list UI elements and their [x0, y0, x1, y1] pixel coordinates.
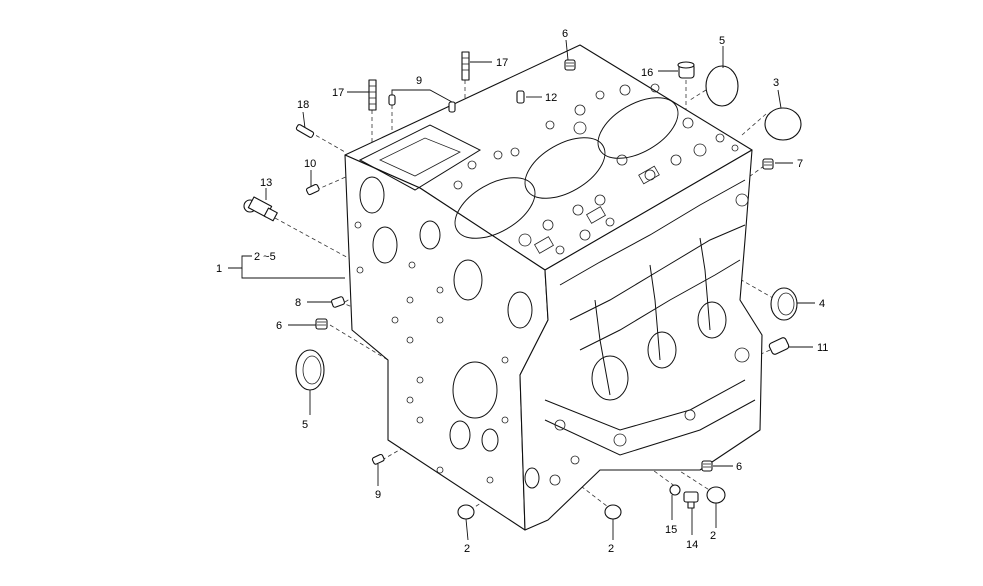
- callout-2-right: 2: [710, 530, 716, 542]
- callout-6-left: 6: [276, 320, 282, 332]
- cap-part-16: [677, 61, 695, 79]
- callout-9-top: 9: [416, 75, 422, 87]
- plug-part-7: [762, 158, 774, 170]
- plug-2-bottom-center: [604, 504, 622, 520]
- deck-holes: [453, 83, 739, 255]
- pin-part-9-right: [448, 101, 456, 113]
- front-face-holes: [354, 176, 540, 489]
- stud-part-17-left: [368, 79, 377, 111]
- callout-2-left: 2: [464, 543, 470, 555]
- callout-3: 3: [773, 77, 779, 89]
- dowel-part-11: [768, 337, 790, 355]
- callout-1: 1: [216, 263, 222, 275]
- callout-2-center: 2: [608, 543, 614, 555]
- callout-2-to-5: 2 ~5: [254, 251, 276, 263]
- plug-part-6-left: [315, 318, 328, 330]
- cylinder-block: [344, 44, 763, 531]
- bolt-part-18: [295, 124, 315, 138]
- sensor-part-13: [243, 196, 278, 222]
- plug-part-6-top: [564, 59, 576, 71]
- plug-disc-3: [764, 107, 802, 141]
- seal-ring-5-left: [295, 349, 325, 391]
- callout-numbers: 6 16 5 3 7 4 11 6 2 14 15 2 2 9 5 6 8 1 …: [216, 28, 828, 555]
- callout-10: 10: [304, 158, 316, 170]
- leader-lines: [228, 39, 815, 541]
- callout-5-top: 5: [719, 35, 725, 47]
- callout-17-left: 17: [332, 87, 344, 99]
- callout-16: 16: [641, 67, 653, 79]
- callout-12: 12: [545, 92, 557, 104]
- callout-4: 4: [819, 298, 825, 310]
- callout-18: 18: [297, 99, 309, 111]
- callout-6-right: 6: [736, 461, 742, 473]
- pin-part-8: [331, 296, 345, 308]
- callout-13: 13: [260, 177, 272, 189]
- seal-ring-4: [770, 287, 798, 321]
- callout-17-right: 17: [496, 57, 508, 69]
- pin-part-9-left: [388, 94, 396, 106]
- crankcase-ribs: [544, 179, 756, 486]
- washer-part-15: [669, 484, 681, 496]
- callout-11: 11: [817, 342, 828, 354]
- callout-5-left: 5: [302, 419, 308, 431]
- callout-9-bottom: 9: [375, 489, 381, 501]
- callout-14: 14: [686, 539, 698, 551]
- stud-part-17-right: [461, 51, 470, 81]
- plug-disc-5-top: [705, 65, 739, 107]
- plug-2-bottom-left: [457, 504, 475, 520]
- drain-plug-part-14: [683, 491, 699, 509]
- callout-6-top: 6: [562, 28, 568, 40]
- callout-7: 7: [797, 158, 803, 170]
- small-parts: [243, 51, 802, 520]
- callout-8: 8: [295, 297, 301, 309]
- pin-part-10: [305, 183, 320, 196]
- callout-15: 15: [665, 524, 677, 536]
- plug-part-6-right: [701, 460, 713, 472]
- plug-2-bottom-right: [706, 486, 726, 504]
- pin-part-12: [516, 90, 525, 104]
- pin-part-9-bottom: [371, 453, 385, 465]
